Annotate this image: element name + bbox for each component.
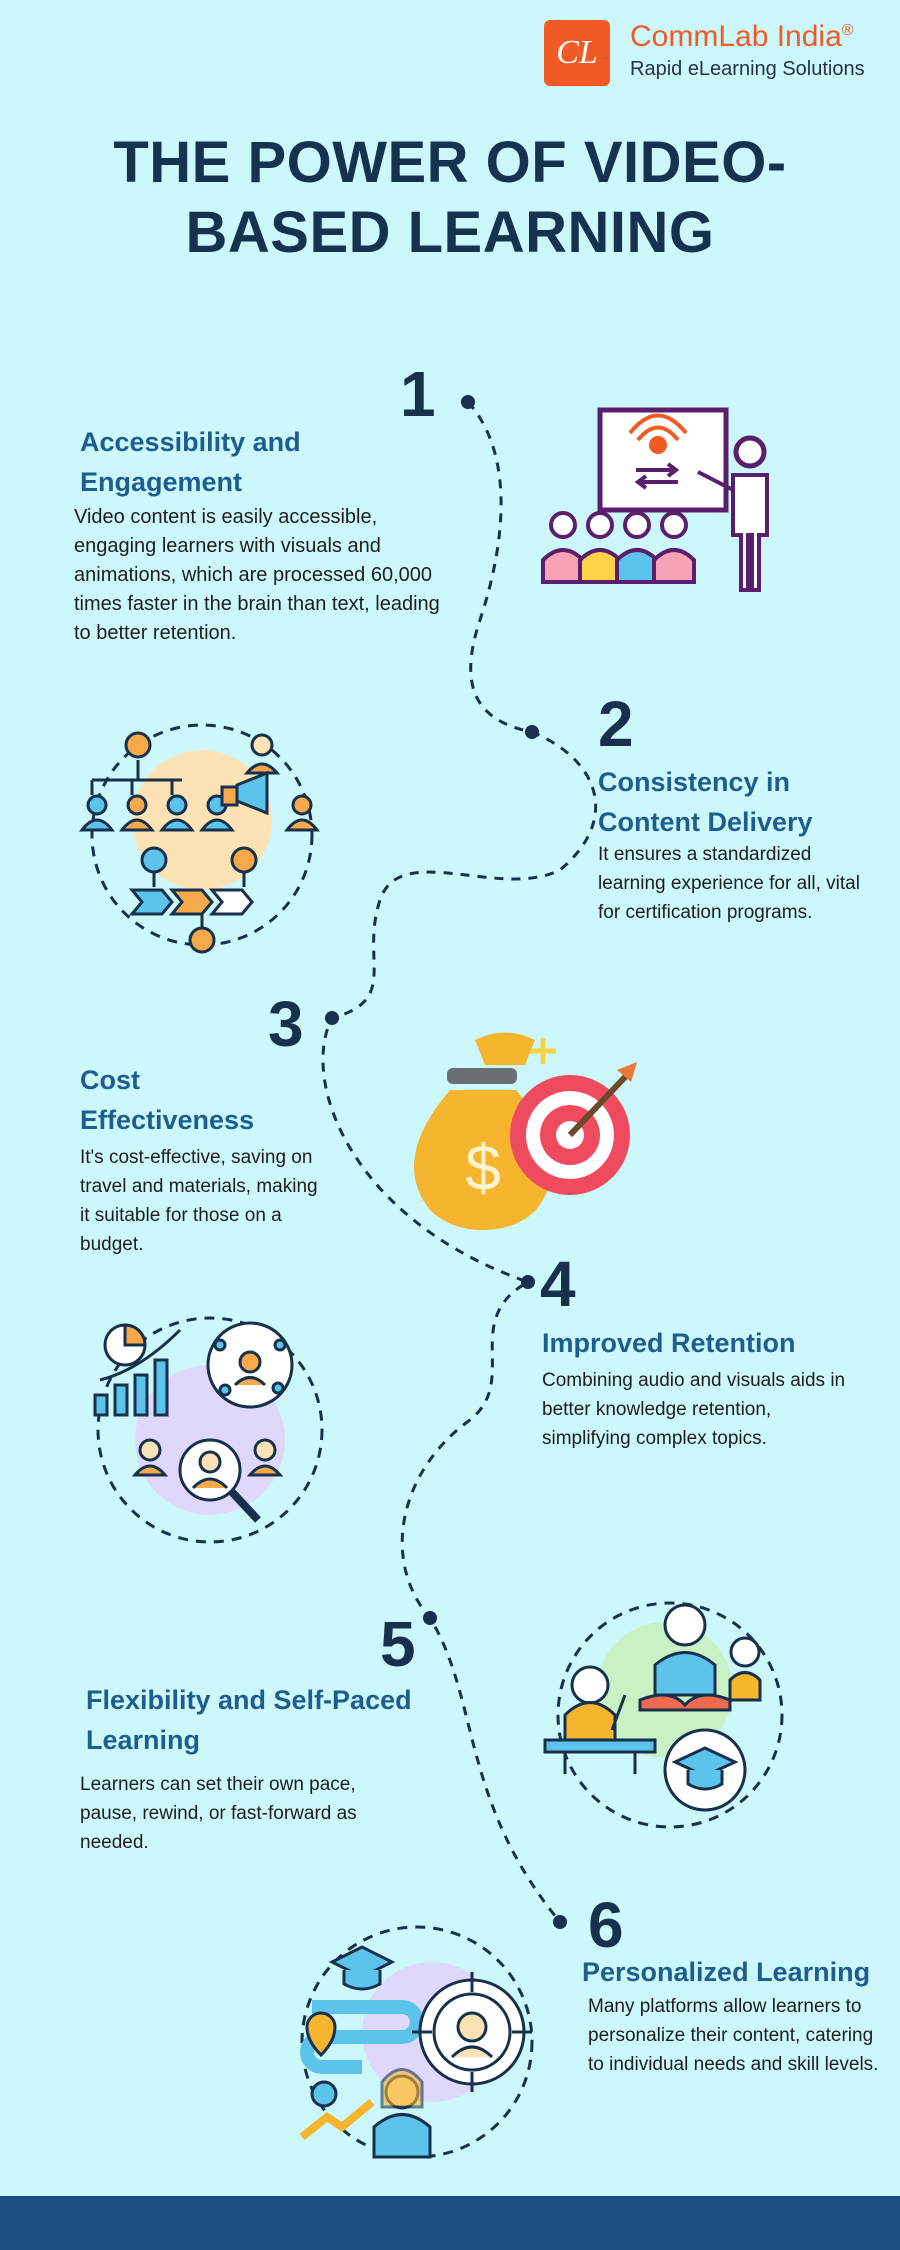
- section-4-heading: Improved Retention: [542, 1328, 796, 1358]
- section-2-heading: Consistency in Content Delivery: [598, 767, 813, 837]
- analytics-network-people-icon: [93, 1316, 324, 1544]
- footer-bar: [0, 2196, 900, 2250]
- section-1-heading: Accessibility and Engagement: [80, 427, 301, 497]
- section-1-body: Video content is easily accessible, enga…: [74, 506, 440, 644]
- section-2-body: It ensures a standardized learning exper…: [598, 844, 860, 923]
- page-title: THE POWER OF VIDEO-BASED LEARNING: [113, 130, 787, 265]
- section-6-number: 6: [588, 1889, 624, 1961]
- presentation-teacher-audience-icon: [541, 407, 769, 592]
- money-bag-target-icon: $: [414, 1032, 637, 1230]
- section-5-body: Learners can set their own pace, pause, …: [80, 1774, 357, 1853]
- section-1-number: 1: [400, 358, 436, 430]
- section-5-number: 5: [380, 1608, 416, 1680]
- learning-path-target-person-icon: [299, 1925, 534, 2159]
- section-4-body: Combining audio and visuals aids in bett…: [542, 1370, 846, 1449]
- registered-mark: ®: [841, 22, 854, 39]
- section-4-number: 4: [540, 1248, 576, 1320]
- students-graduation-cap-icon: [543, 1601, 784, 1829]
- logo-mark: CL: [544, 20, 610, 86]
- section-2-number: 2: [598, 688, 634, 760]
- brand-tagline: Rapid eLearning Solutions: [630, 58, 865, 80]
- brand-name: CommLab India®: [630, 20, 854, 53]
- section-5-heading: Flexibility and Self-Paced Learning: [86, 1685, 412, 1755]
- svg-text:$: $: [465, 1132, 501, 1204]
- section-6-body: Many platforms allow learners to persona…: [588, 1996, 879, 2075]
- org-chart-megaphone-icon: [78, 723, 321, 954]
- section-3-body: It's cost-effective, saving on travel an…: [80, 1147, 318, 1255]
- section-3-heading: Cost Effectiveness: [80, 1065, 255, 1135]
- brand-logo: CL CommLab India® Rapid eLearning Soluti…: [544, 18, 884, 88]
- section-6-heading: Personalized Learning: [582, 1957, 871, 1987]
- section-3-number: 3: [268, 988, 304, 1060]
